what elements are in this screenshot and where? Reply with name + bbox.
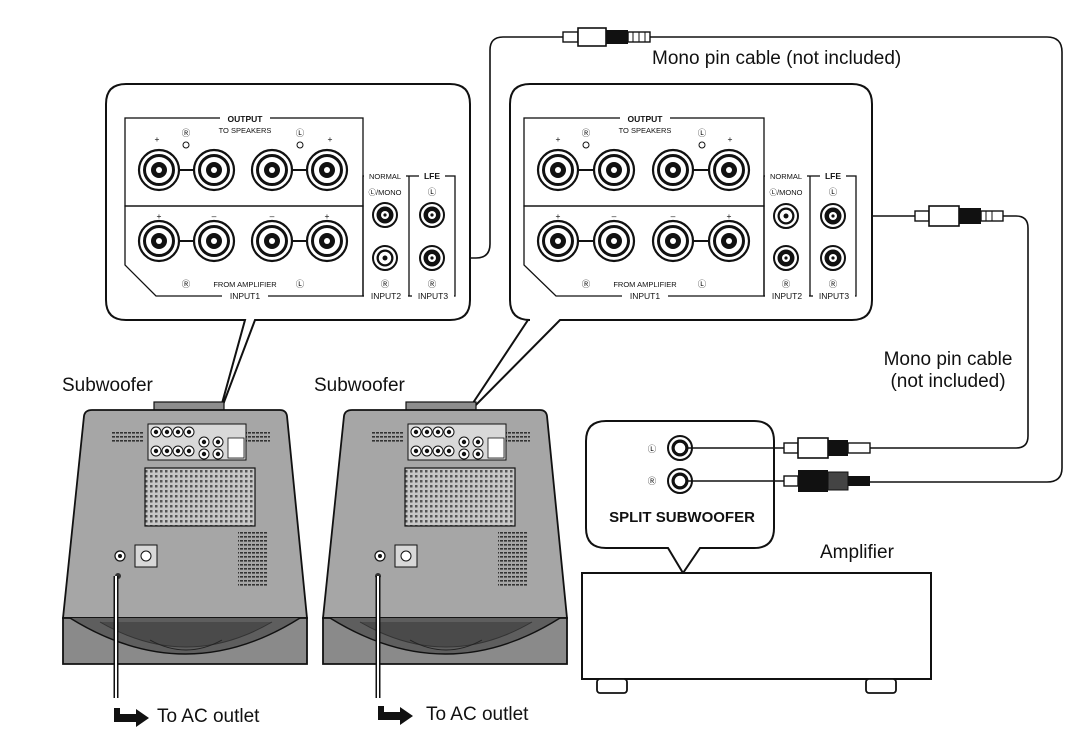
subwoofer-right-label: Subwoofer bbox=[314, 375, 405, 396]
output-label: OUTPUT bbox=[628, 114, 664, 124]
rca-plug-inserted bbox=[778, 208, 794, 224]
input3-label: INPUT3 bbox=[418, 291, 449, 301]
speaker-post bbox=[651, 148, 695, 192]
r-mark: Ⓡ bbox=[829, 279, 838, 289]
minus-mark: – bbox=[612, 211, 617, 221]
plus-mark: + bbox=[727, 211, 732, 221]
left-subwoofer-panel-callout: OUTPUT TO SPEAKERS + Ⓡ Ⓛ + + – – + Ⓡ FRO… bbox=[105, 83, 471, 419]
amplifier-post bbox=[651, 219, 695, 263]
ac-outlet-arrow-icon bbox=[114, 708, 149, 727]
input3-label: INPUT3 bbox=[819, 291, 850, 301]
speaker-post bbox=[250, 148, 294, 192]
ac-outlet-right-label: To AC outlet bbox=[426, 704, 529, 725]
plus-mark: + bbox=[728, 134, 733, 144]
speaker-post bbox=[305, 148, 349, 192]
l-mark: Ⓛ bbox=[296, 128, 305, 138]
input2-label: INPUT2 bbox=[772, 291, 803, 301]
amplifier-split-subwoofer-callout: Ⓛ Ⓡ SPLIT SUBWOOFER bbox=[585, 420, 775, 575]
rca-jack bbox=[820, 245, 846, 271]
from-amplifier-label: FROM AMPLIFIER bbox=[613, 280, 677, 289]
ac-outlet-left-label: To AC outlet bbox=[157, 706, 260, 727]
amplifier-post bbox=[536, 219, 580, 263]
jack-r-mark: Ⓡ bbox=[648, 476, 657, 486]
rca-jack bbox=[419, 245, 445, 271]
l-mark: Ⓛ bbox=[428, 187, 437, 197]
l-mono-label: Ⓛ/MONO bbox=[770, 188, 803, 197]
minus-mark: – bbox=[212, 211, 217, 221]
speaker-post bbox=[707, 148, 751, 192]
rca-plug-inserted bbox=[377, 250, 393, 266]
subwoofer-left-label: Subwoofer bbox=[62, 375, 153, 396]
speaker-post bbox=[137, 148, 181, 192]
rca-jack bbox=[773, 245, 799, 271]
amplifier-post bbox=[250, 219, 294, 263]
subwoofer-left bbox=[62, 401, 308, 698]
l-mark: Ⓛ bbox=[829, 187, 838, 197]
rca-plug-left bbox=[783, 437, 871, 459]
input1-label: INPUT1 bbox=[230, 291, 261, 301]
to-speakers-label: TO SPEAKERS bbox=[219, 126, 272, 135]
normal-label: NORMAL bbox=[770, 172, 802, 181]
r-mark: Ⓡ bbox=[582, 279, 591, 289]
amplifier-post bbox=[305, 219, 349, 263]
plus-mark: + bbox=[328, 134, 333, 144]
mono-pin-cable-top-label: Mono pin cable (not included) bbox=[652, 48, 902, 69]
speaker-post bbox=[536, 148, 580, 192]
rca-jack bbox=[419, 202, 445, 228]
rca-jack bbox=[820, 203, 846, 229]
l-mark: Ⓛ bbox=[698, 128, 707, 138]
r-mark: Ⓡ bbox=[428, 279, 437, 289]
rca-jack bbox=[372, 202, 398, 228]
amplifier-post bbox=[592, 219, 636, 263]
plus-mark: + bbox=[556, 211, 561, 221]
plus-mark: + bbox=[155, 134, 160, 144]
lfe-label: LFE bbox=[825, 171, 841, 181]
to-speakers-label: TO SPEAKERS bbox=[619, 126, 672, 135]
r-mark: Ⓡ bbox=[381, 279, 390, 289]
ac-outlet-arrow-icon bbox=[378, 706, 413, 725]
mono-pin-cable-right-label-line1: Mono pin cable bbox=[883, 349, 1013, 370]
r-mark: Ⓡ bbox=[782, 279, 791, 289]
split-subwoofer-label: SPLIT SUBWOOFER bbox=[609, 509, 755, 526]
l-mono-label: Ⓛ/MONO bbox=[369, 188, 402, 197]
normal-label: NORMAL bbox=[369, 172, 401, 181]
r-mark: Ⓡ bbox=[182, 279, 191, 289]
amplifier-box bbox=[581, 572, 932, 694]
plus-mark: + bbox=[325, 211, 330, 221]
amplifier-label: Amplifier bbox=[820, 542, 894, 563]
l-mark: Ⓛ bbox=[296, 279, 305, 289]
output-label: OUTPUT bbox=[228, 114, 264, 124]
amplifier-post bbox=[192, 219, 236, 263]
plus-mark: + bbox=[157, 211, 162, 221]
right-subwoofer-panel-callout: OUTPUT TO SPEAKERS + Ⓡ Ⓛ + + – – + Ⓡ FRO… bbox=[462, 83, 873, 419]
jack-l-mark: Ⓛ bbox=[648, 444, 657, 454]
amplifier-post bbox=[137, 219, 181, 263]
input2-label: INPUT2 bbox=[371, 291, 402, 301]
minus-mark: – bbox=[671, 211, 676, 221]
from-amplifier-label: FROM AMPLIFIER bbox=[213, 280, 277, 289]
r-mark: Ⓡ bbox=[182, 128, 191, 138]
plus-mark: + bbox=[556, 134, 561, 144]
mono-pin-cable-top bbox=[395, 27, 1063, 483]
subwoofer-right bbox=[322, 401, 568, 698]
lfe-label: LFE bbox=[424, 171, 440, 181]
speaker-post bbox=[592, 148, 636, 192]
l-mark: Ⓛ bbox=[698, 279, 707, 289]
speaker-post bbox=[192, 148, 236, 192]
r-mark: Ⓡ bbox=[582, 128, 591, 138]
rca-plug-right bbox=[783, 470, 870, 492]
minus-mark: – bbox=[270, 211, 275, 221]
mono-pin-cable-right-label-line2: (not included) bbox=[890, 371, 1006, 392]
input1-label: INPUT1 bbox=[630, 291, 661, 301]
amplifier-post bbox=[707, 219, 751, 263]
